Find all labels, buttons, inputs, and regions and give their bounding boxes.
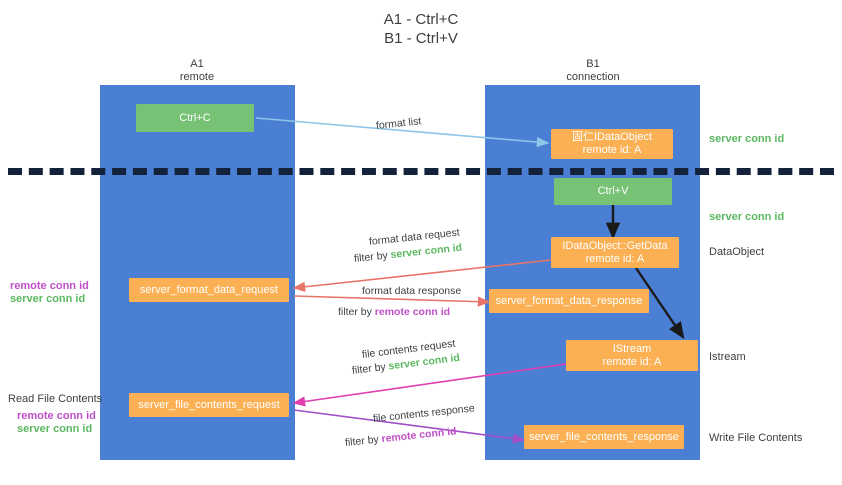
- label-dataobject: DataObject: [709, 246, 765, 258]
- phase-divider: [8, 168, 834, 175]
- label-server-conn-id-bottom: server conn id: [17, 423, 93, 435]
- edge-label-format-list: format list: [375, 115, 422, 132]
- box-istream[interactable]: IStream remote id: A: [566, 340, 698, 371]
- box-ctrl-v-label: Ctrl+V: [597, 185, 629, 197]
- edge-label-file-contents-response: file contents response: [372, 402, 476, 425]
- label-server-conn-id-mid: server conn id: [10, 293, 86, 305]
- filter-prefix: filter by: [338, 306, 375, 318]
- lane-b1-title: B1: [586, 58, 600, 70]
- box-ctrl-c-label: Ctrl+C: [179, 111, 211, 124]
- box-server-format-data-request-label: server_format_data_request: [139, 283, 279, 296]
- box-server-file-contents-response[interactable]: server_file_contents_response: [524, 425, 684, 449]
- label-remote-conn-id-mid: remote conn id: [10, 280, 89, 292]
- lane-header-a1: A1 remote: [97, 58, 297, 84]
- box-server-format-data-response-label: server_format_data_response: [495, 294, 643, 307]
- box-getdata-line1: IDataObject::GetData: [562, 239, 668, 252]
- filter-prefix: filter by: [344, 433, 383, 449]
- lane-a1-subtitle: remote: [179, 71, 215, 83]
- label-server-conn-id-top: server conn id: [709, 133, 785, 145]
- box-server-file-contents-request-label: server_file_contents_request: [138, 398, 280, 411]
- box-ctrl-v[interactable]: Ctrl+V: [554, 178, 672, 205]
- edge-label-format-data-response: format data response: [362, 285, 462, 297]
- label-server-conn-id-second: server conn id: [709, 211, 785, 223]
- box-idataobject-line1: 固仁IDataObject: [571, 131, 653, 143]
- label-write-file-contents: Write File Contents: [709, 432, 803, 444]
- box-istream-line1: IStream: [612, 342, 652, 355]
- filter-prefix: filter by: [351, 360, 390, 377]
- title-line-1: A1 - Ctrl+C: [383, 11, 459, 28]
- title-line-2: B1 - Ctrl+V: [384, 30, 458, 47]
- box-idataobject-line2: remote id: A: [582, 144, 642, 156]
- label-istream: Istream: [709, 351, 746, 363]
- lane-header-b1: B1 connection: [493, 58, 693, 84]
- box-server-format-data-request[interactable]: server_format_data_request: [129, 278, 289, 302]
- edge-label-file-contents-response-filter: filter by remote conn id: [344, 424, 457, 450]
- filter-prefix: filter by: [353, 249, 392, 265]
- box-idataobject[interactable]: 固仁IDataObject remote id: A: [551, 129, 673, 159]
- filter-value-remote-conn-id: remote conn id: [380, 425, 458, 446]
- lane-a1-title: A1: [190, 58, 204, 70]
- box-ctrl-c[interactable]: Ctrl+C: [136, 104, 254, 132]
- box-server-file-contents-response-label: server_file_contents_response: [529, 430, 679, 443]
- box-server-format-data-response[interactable]: server_format_data_response: [489, 289, 649, 313]
- box-getdata[interactable]: IDataObject::GetData remote id: A: [551, 237, 679, 268]
- lane-b1-subtitle: connection: [566, 71, 620, 83]
- label-read-file-contents: Read File Contents: [8, 393, 103, 405]
- box-istream-line2: remote id: A: [602, 355, 662, 368]
- edge-label-format-data-response-filter: filter by remote conn id: [338, 305, 450, 319]
- box-getdata-line2: remote id: A: [585, 252, 645, 265]
- box-server-file-contents-request[interactable]: server_file_contents_request: [129, 393, 289, 417]
- page-title: A1 - Ctrl+C B1 - Ctrl+V: [0, 10, 842, 48]
- label-remote-conn-id-bottom: remote conn id: [17, 410, 96, 422]
- filter-value-remote-conn-id: remote conn id: [374, 306, 451, 318]
